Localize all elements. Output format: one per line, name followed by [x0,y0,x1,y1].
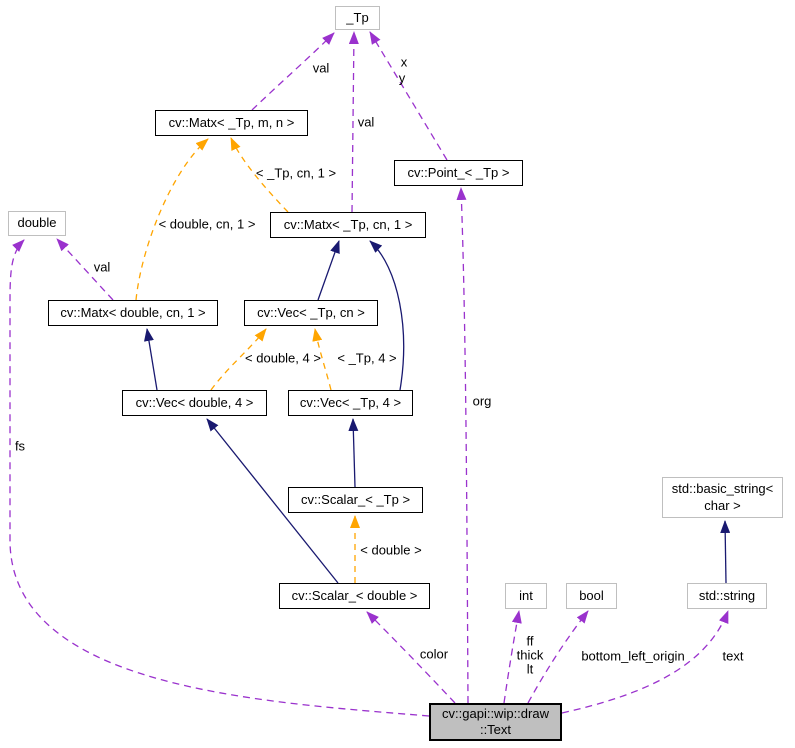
edge-label-ff: ff [526,633,534,649]
edge-label-tpl-double-cn-1: < double, cn, 1 > [158,216,256,232]
node-vec-double-4[interactable]: cv::Vec< double, 4 > [122,390,267,416]
edge-label-val-matx-double: val [93,259,111,275]
edge-label-tpl-double: < double > [360,542,422,558]
edge-inh-vectp4-matxcn1 [369,240,405,391]
edge-label-color: color [419,646,449,662]
edge-label-tpl-tp-cn-1: < _Tp, cn, 1 > [255,165,337,181]
edge-tpl-matxdouble-matxmn [135,138,209,301]
edge-label-fs: fs [14,438,26,454]
node-scalar-tp[interactable]: cv::Scalar_< _Tp > [288,487,423,513]
edge-matxmn-val-tp [251,32,335,111]
edge-matxdouble-val-double [56,238,114,301]
edge-label-text: text [722,648,744,664]
edge-label-thick: thick [516,647,544,663]
edge-label-org: org [472,393,492,409]
node-text-class-line1: cv::gapi::wip::draw [442,705,549,721]
edge-label-bottom-left-origin: bottom_left_origin [581,648,685,664]
edge-text-org-point [456,187,469,704]
edge-label-x: x [400,54,408,70]
node-matx-double-cn-1[interactable]: cv::Matx< double, cn, 1 > [48,300,218,326]
edge-tpl-vectp4-vectpcn [312,328,332,391]
node-string: std::string [687,583,767,609]
edge-text-fs-double [9,239,430,717]
node-tp: _Tp [335,6,380,30]
node-int: int [505,583,547,609]
edge-label-val-matx-mn: val [312,60,330,76]
edge-label-y: y [398,70,406,86]
edge-label-lt: lt [526,661,534,677]
edge-label-tpl-tp-4: < _Tp, 4 > [337,350,397,366]
node-basic-string: std::basic_string< char > [662,477,783,518]
node-point-tp[interactable]: cv::Point_< _Tp > [394,160,523,186]
edge-inh-vecdouble4-matxdouble [144,328,158,391]
node-basic-string-line1: std::basic_string< [671,481,774,497]
edge-inh-scalardouble-vecdouble4 [206,418,339,584]
edge-label-tpl-double-4: < double, 4 > [245,350,321,366]
edge-text-ff-int [503,610,522,704]
node-text-class: cv::gapi::wip::draw ::Text [429,703,562,741]
node-bool: bool [566,583,617,609]
node-matx-tp-m-n[interactable]: cv::Matx< _Tp, m, n > [155,110,308,136]
edge-inh-vectpcn-matxcn1 [317,240,340,301]
edge-matxcn1-val-tp [348,31,359,213]
edge-label-val-matx-cn1: val [357,114,375,130]
node-double: double [8,211,66,236]
edge-inh-string-basicstring [720,520,731,584]
node-vec-tp-cn[interactable]: cv::Vec< _Tp, cn > [244,300,378,326]
node-basic-string-line2: char > [704,497,741,513]
node-matx-tp-cn-1[interactable]: cv::Matx< _Tp, cn, 1 > [270,212,426,238]
edge-text-color-scalardouble [366,611,456,704]
node-text-class-line2: ::Text [479,722,512,737]
node-vec-tp-4[interactable]: cv::Vec< _Tp, 4 > [288,390,413,416]
edge-text-blo-bool [527,610,589,704]
edge-point-xy-tp [369,31,448,161]
node-scalar-double[interactable]: cv::Scalar_< double > [279,583,430,609]
edge-text-text-string [561,610,729,714]
edge-inh-scalartp-vectp4 [348,418,359,488]
